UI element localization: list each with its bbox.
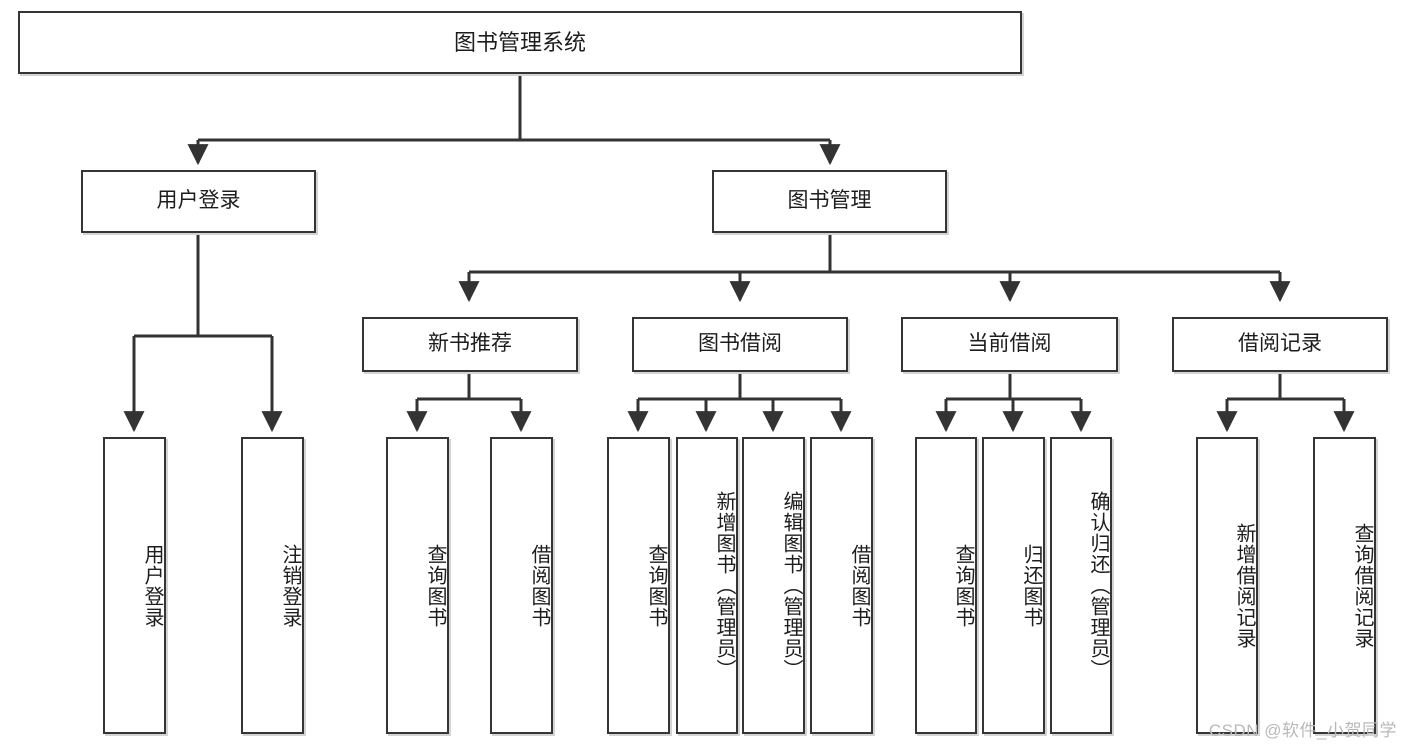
node-book-management-label: 图书管理 — [787, 189, 872, 213]
leaf-borrow-borrow-book[interactable]: 借阅图书 — [810, 437, 873, 734]
node-borrow-record-label: 借阅记录 — [1238, 332, 1322, 356]
node-current-borrow[interactable]: 当前借阅 — [901, 317, 1118, 372]
leaf-current-confirm-return-admin-label: 确认归还（管理员） — [1087, 491, 1109, 680]
leaf-newbook-query-book-label: 查询图书 — [424, 543, 446, 628]
leaf-borrow-query-book-label: 查询图书 — [645, 543, 667, 628]
leaf-current-query-book[interactable]: 查询图书 — [915, 437, 977, 734]
leaf-newbook-borrow-book[interactable]: 借阅图书 — [490, 437, 553, 734]
leaf-logout-label: 注销登录 — [279, 543, 301, 628]
leaf-record-query-record[interactable]: 查询借阅记录 — [1313, 437, 1376, 734]
node-current-borrow-label: 当前借阅 — [967, 332, 1052, 356]
leaf-borrow-add-book-admin[interactable]: 新增图书（管理员） — [676, 437, 738, 734]
leaf-borrow-add-book-admin-label: 新增图书（管理员） — [713, 491, 735, 680]
leaf-user-login[interactable]: 用户登录 — [103, 437, 166, 734]
node-user-login[interactable]: 用户登录 — [81, 170, 316, 233]
leaf-record-add-record-label: 新增借阅记录 — [1233, 522, 1255, 649]
leaf-user-login-label: 用户登录 — [141, 543, 163, 628]
leaf-borrow-borrow-book-label: 借阅图书 — [848, 543, 870, 628]
node-user-login-label: 用户登录 — [156, 189, 241, 213]
leaf-newbook-query-book[interactable]: 查询图书 — [386, 437, 449, 734]
node-new-book-recommend[interactable]: 新书推荐 — [362, 317, 578, 372]
leaf-current-query-book-label: 查询图书 — [952, 543, 974, 628]
leaf-borrow-query-book[interactable]: 查询图书 — [607, 437, 670, 734]
leaf-current-confirm-return-admin[interactable]: 确认归还（管理员） — [1050, 437, 1112, 734]
leaf-borrow-edit-book-admin-label: 编辑图书（管理员） — [780, 491, 802, 680]
leaf-record-add-record[interactable]: 新增借阅记录 — [1196, 437, 1258, 734]
node-book-borrow-label: 图书借阅 — [698, 332, 782, 356]
node-book-management[interactable]: 图书管理 — [712, 170, 947, 233]
leaf-record-query-record-label: 查询借阅记录 — [1351, 522, 1373, 649]
node-new-book-recommend-label: 新书推荐 — [428, 332, 512, 356]
node-book-borrow[interactable]: 图书借阅 — [632, 317, 848, 372]
leaf-current-return-book[interactable]: 归还图书 — [982, 437, 1045, 734]
node-borrow-record[interactable]: 借阅记录 — [1172, 317, 1388, 372]
leaf-borrow-edit-book-admin[interactable]: 编辑图书（管理员） — [742, 437, 805, 734]
leaf-newbook-borrow-book-label: 借阅图书 — [528, 543, 550, 628]
leaf-current-return-book-label: 归还图书 — [1020, 543, 1042, 628]
node-root-system[interactable]: 图书管理系统 — [18, 11, 1022, 74]
leaf-logout[interactable]: 注销登录 — [241, 437, 304, 734]
node-root-system-label: 图书管理系统 — [453, 29, 586, 55]
